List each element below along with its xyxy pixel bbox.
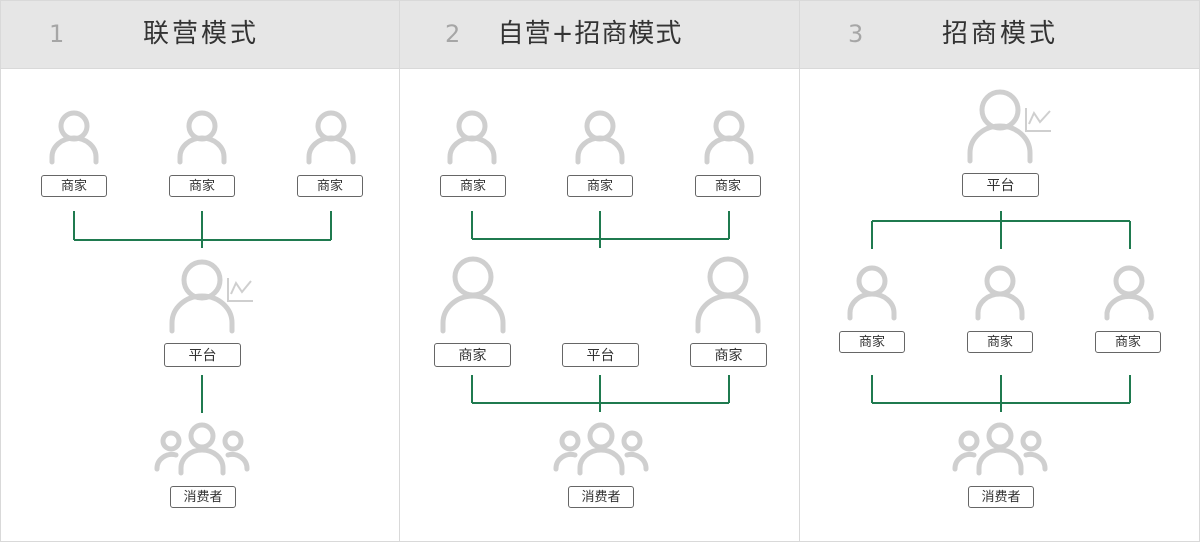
merchant-label: 商家: [169, 175, 235, 197]
platform-to-merchant-connector: [871, 211, 1131, 249]
platform-to-consumer-connector: [471, 375, 730, 412]
merchant-label: 商家: [839, 331, 905, 353]
panel-title: 自营+招商模式: [497, 19, 683, 49]
person-icon: [695, 256, 761, 334]
panel-connectors: [440, 110, 761, 476]
person-icon: [704, 110, 754, 165]
person-icon: [306, 110, 356, 165]
group-icon: [952, 422, 1048, 476]
merchant-label: 商家: [695, 175, 761, 197]
panel-header: 2 自营+招商模式: [400, 1, 799, 69]
merchant-label: 商家: [440, 175, 506, 197]
merchant-to-platform-connector: [73, 211, 332, 248]
person-icon: [447, 110, 497, 165]
merchant-label: 商家: [434, 343, 511, 367]
consumer-label: 消费者: [170, 486, 236, 508]
merchant-label: 商家: [41, 175, 107, 197]
panel-number: 3: [848, 20, 864, 48]
person-icon: [575, 110, 625, 165]
person-icon: [847, 265, 897, 321]
chart-icon: [1025, 108, 1051, 132]
person-icon: [1104, 265, 1154, 321]
group-icon: [154, 422, 250, 476]
platform-label: 平台: [562, 343, 639, 367]
person-icon: [169, 259, 235, 334]
person-icon: [975, 265, 1025, 321]
person-icon: [967, 89, 1033, 164]
merchant-label: 商家: [1095, 331, 1161, 353]
panel-header: 1 联营模式: [1, 1, 399, 69]
panel-connectors: [49, 110, 356, 476]
merchant-label: 商家: [690, 343, 767, 367]
platform-label: 平台: [164, 343, 241, 367]
panel-merchant-recruitment: 3 招商模式 平台 商家: [800, 0, 1200, 542]
merchant-label: 商家: [967, 331, 1033, 353]
panel-title: 联营模式: [142, 19, 259, 49]
merchant-label: 商家: [567, 175, 633, 197]
consumer-label: 消费者: [568, 486, 634, 508]
consumer-label: 消费者: [968, 486, 1034, 508]
merchant-label: 商家: [297, 175, 363, 197]
merchant-to-platform-connector: [471, 211, 730, 248]
panel-self-operation-and-merchants: 2 自营+招商模式 商家 商家 商家 商家: [400, 0, 800, 542]
panel-header: 3 招商模式: [800, 1, 1199, 69]
person-icon: [440, 256, 506, 334]
group-icon: [553, 422, 649, 476]
panel-joint-operation: 1 联营模式 商家 商家: [0, 0, 400, 542]
person-icon: [177, 110, 227, 165]
panel-connectors: [847, 89, 1154, 476]
panel-title: 招商模式: [941, 19, 1058, 49]
platform-label: 平台: [962, 173, 1039, 197]
panel-number: 1: [49, 20, 65, 48]
chart-icon: [227, 278, 253, 302]
panel-number: 2: [445, 20, 461, 48]
merchant-to-consumer-connector: [871, 375, 1131, 412]
person-icon: [49, 110, 99, 165]
